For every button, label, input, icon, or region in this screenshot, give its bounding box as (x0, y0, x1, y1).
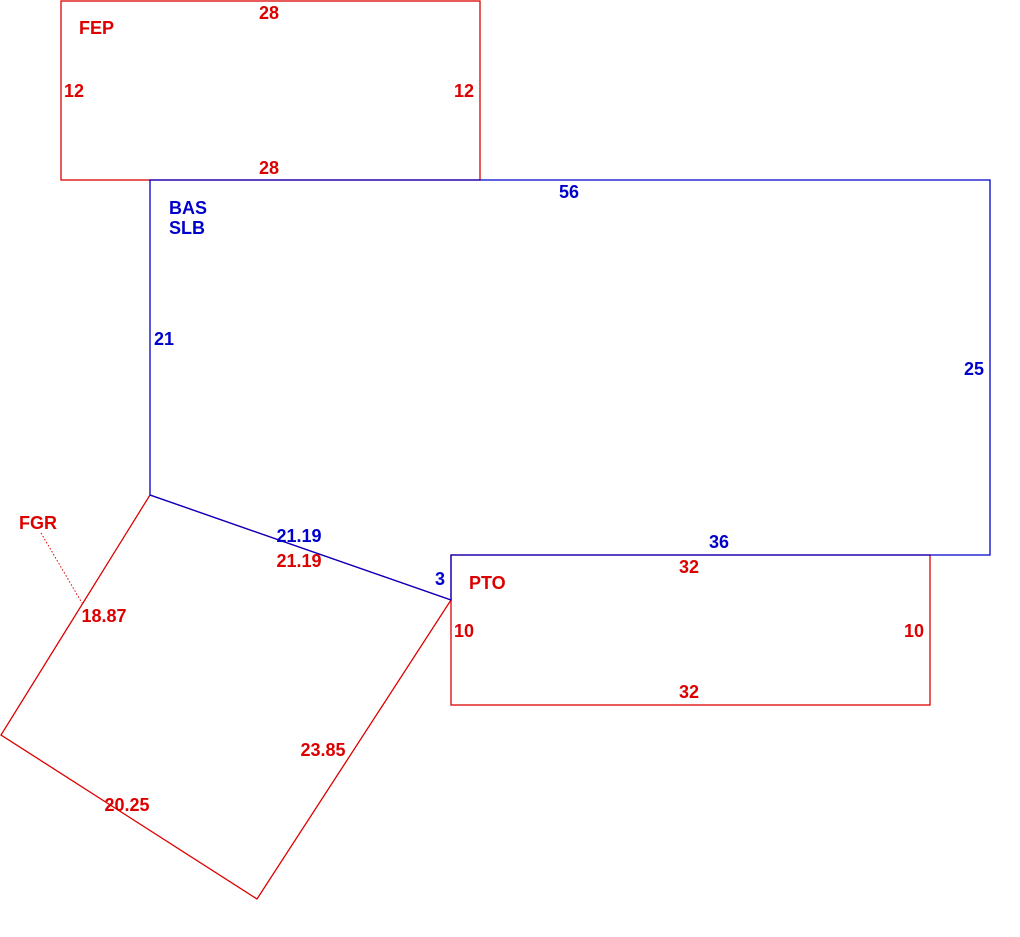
fgr-shared-dimension: 21.19 (276, 551, 321, 571)
bas-right-dimension: 25 (964, 359, 984, 379)
fep-left-dimension: 12 (64, 81, 84, 101)
fgr-right-dimension: 23.85 (300, 740, 345, 760)
bas-left-dimension: 21 (154, 329, 174, 349)
bas-outline (149, 179, 991, 601)
pto-top-dimension: 32 (679, 557, 699, 577)
fgr-area: FGR 21.19 18.87 20.25 23.85 (0, 494, 452, 900)
bas-area: BAS SLB 56 21 25 36 21.19 3 (149, 179, 991, 601)
fep-outline (60, 0, 481, 181)
fgr-outline (0, 494, 452, 900)
fgr-label: FGR (19, 513, 57, 533)
fgr-upper-left-dimension: 18.87 (81, 606, 126, 626)
bas-top-dimension: 56 (559, 182, 579, 202)
slb-label: SLB (169, 218, 205, 238)
pto-label: PTO (469, 573, 506, 593)
bas-bottom-dimension: 36 (709, 532, 729, 552)
pto-bottom-dimension: 32 (679, 682, 699, 702)
pto-left-dimension: 10 (454, 621, 474, 641)
fep-right-dimension: 12 (454, 81, 474, 101)
pto-area: PTO 32 32 10 10 (450, 554, 931, 706)
pto-right-dimension: 10 (904, 621, 924, 641)
fgr-lower-left-dimension: 20.25 (104, 795, 149, 815)
fep-label: FEP (79, 18, 114, 38)
fep-area: FEP 28 28 12 12 (60, 0, 481, 181)
fgr-leader-line (40, 532, 83, 604)
fep-top-dimension: 28 (259, 3, 279, 23)
bas-diagonal-dimension: 21.19 (276, 526, 321, 546)
bas-step-dimension: 3 (435, 569, 445, 589)
bas-label: BAS (169, 198, 207, 218)
fep-bottom-dimension: 28 (259, 158, 279, 178)
